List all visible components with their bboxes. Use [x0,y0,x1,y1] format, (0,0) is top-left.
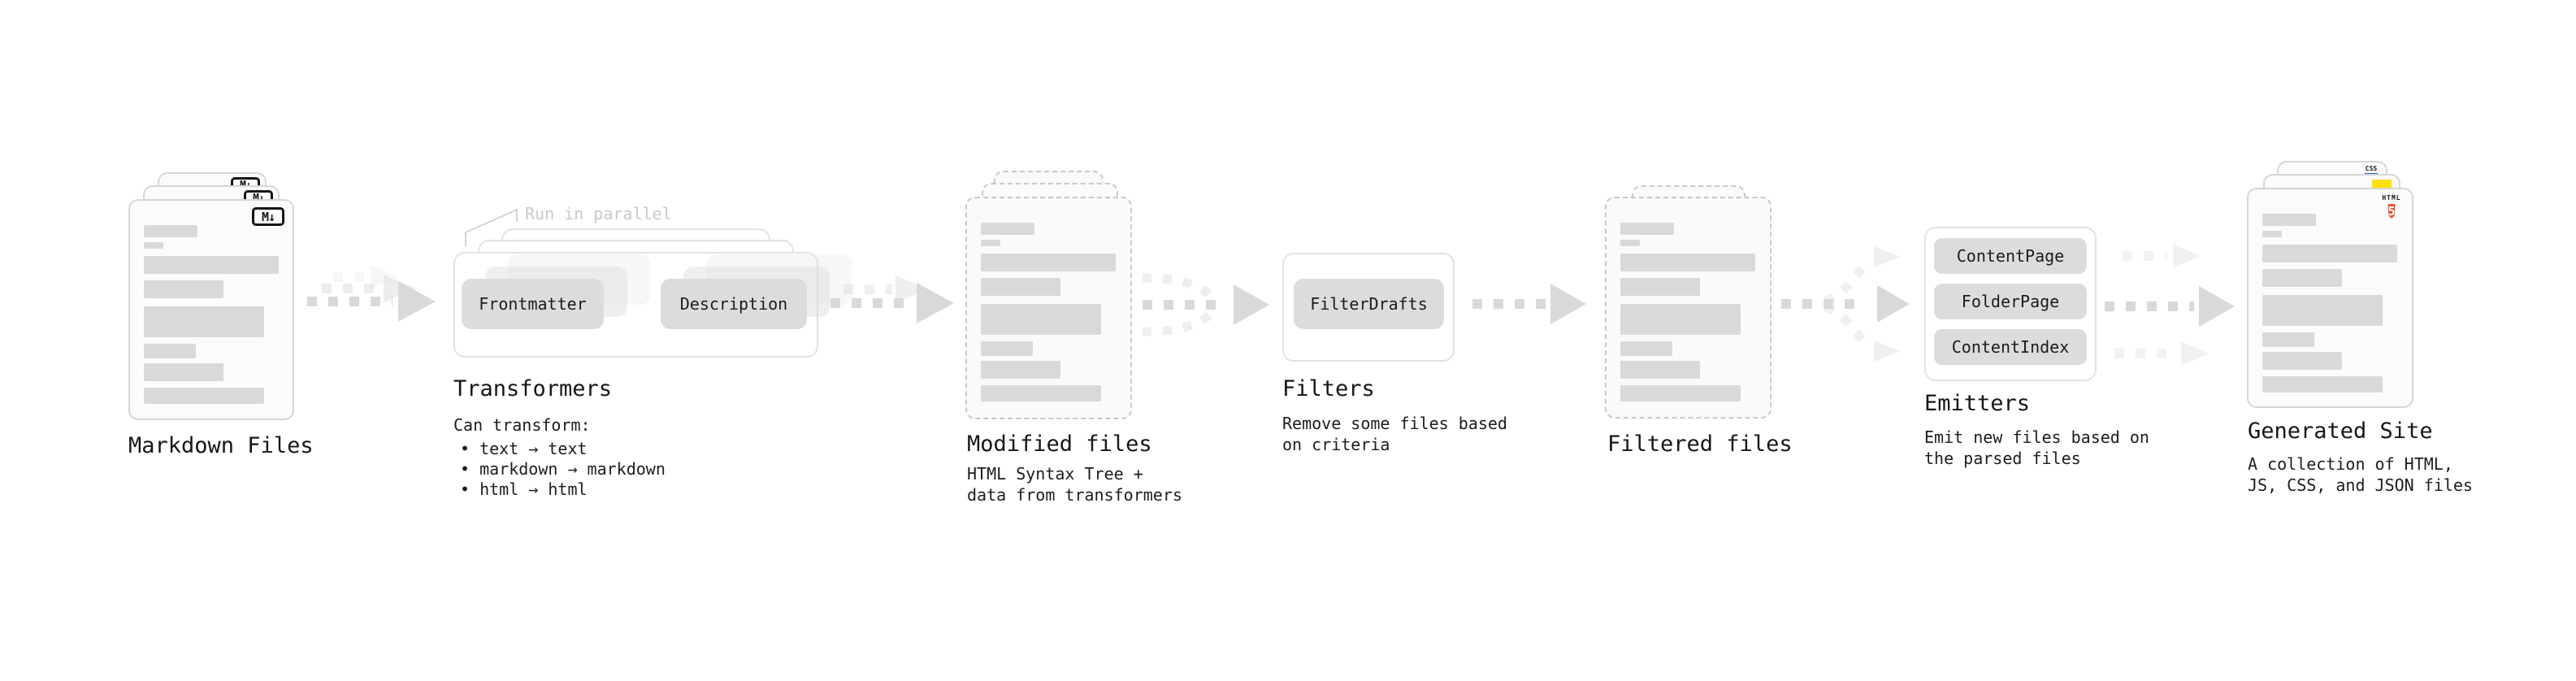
filtered-document-front [1605,197,1772,419]
text-line [144,344,196,358]
document-text-lines [2249,189,2412,406]
text-line [2262,352,2342,370]
filterdrafts-box: FilterDrafts [1294,279,1444,329]
text-line [2262,245,2397,262]
text-line [1620,223,1674,235]
text-line [2262,376,2383,393]
folderpage-box: FolderPage [1934,284,2087,319]
html5-icon-shield: 5 [2387,204,2396,219]
description-box: Description [661,279,807,329]
contentpage-box: ContentPage [1934,238,2087,274]
text-line [1620,361,1700,379]
text-line [2262,231,2282,237]
transformers-bullet-list: • text → text • markdown → markdown • ht… [460,439,666,500]
text-line [981,278,1060,296]
bullet-item: • markdown → markdown [460,459,666,479]
text-line [144,363,223,381]
bullet-item: • text → text [460,439,588,458]
modified-files-title: Modified files [967,432,1152,457]
modified-files-desc: HTML Syntax Tree + data from transformer… [967,464,1182,505]
markdown-document-front: M↓ [128,199,294,420]
document-text-lines [1607,198,1770,417]
html5-icon-label: HTML [2382,194,2401,202]
text-line [2262,269,2342,287]
arrow-transformers-to-modified [830,275,954,323]
filters-title: Filters [1282,376,1375,401]
text-line [981,223,1034,235]
run-in-parallel-leader-line [465,208,518,246]
transformers-title: Transformers [453,376,613,401]
transformers-desc-heading: Can transform: [453,415,591,435]
text-line [1620,278,1700,296]
emitters-desc: Emit new files based on the parsed files [1924,427,2149,468]
text-line [2262,332,2314,347]
css-icon-label: CSS [2365,165,2378,172]
text-line [1620,341,1672,356]
markdown-files-label: Markdown Files [128,433,314,458]
arrow-emitters-to-generated [2105,244,2235,366]
bullet-item: • html → html [460,479,588,499]
document-text-lines [130,201,293,419]
text-line [144,388,264,404]
js-file-icon [2372,180,2392,189]
text-line [981,254,1116,271]
text-line [2262,295,2383,326]
contentindex-box: ContentIndex [1934,329,2087,365]
text-line [144,306,264,337]
emitters-title: Emitters [1924,391,2031,416]
text-line [981,341,1033,356]
arrow-filters-to-filtered [1472,284,1586,324]
text-line [1620,240,1640,246]
text-line [144,242,163,249]
text-line [1620,385,1741,401]
modified-document-front [965,197,1132,419]
text-line [1620,304,1741,335]
text-line [1620,254,1755,271]
text-line [981,361,1060,379]
run-in-parallel-annotation: Run in parallel [525,204,672,223]
generated-site-title: Generated Site [2248,419,2433,444]
arrow-markdown-to-transformers [307,265,436,322]
text-line [144,225,197,237]
filtered-files-title: Filtered files [1607,432,1793,457]
text-line [2262,214,2316,226]
generated-site-desc: A collection of HTML, JS, CSS, and JSON … [2248,454,2473,495]
generated-document-html: HTML 5 [2247,188,2413,408]
markdown-icon: M↓ [252,207,284,226]
arrow-filtered-to-emitters [1781,246,1910,362]
text-line [144,280,223,298]
text-line [144,256,279,274]
frontmatter-box: Frontmatter [462,279,604,329]
arrow-modified-to-filters [1142,273,1269,336]
text-line [981,385,1101,401]
filters-desc: Remove some files based on criteria [1282,414,1507,454]
text-line [981,304,1101,335]
html5-icon: HTML 5 [2381,194,2402,221]
text-line [981,240,1000,246]
document-text-lines [967,198,1130,418]
